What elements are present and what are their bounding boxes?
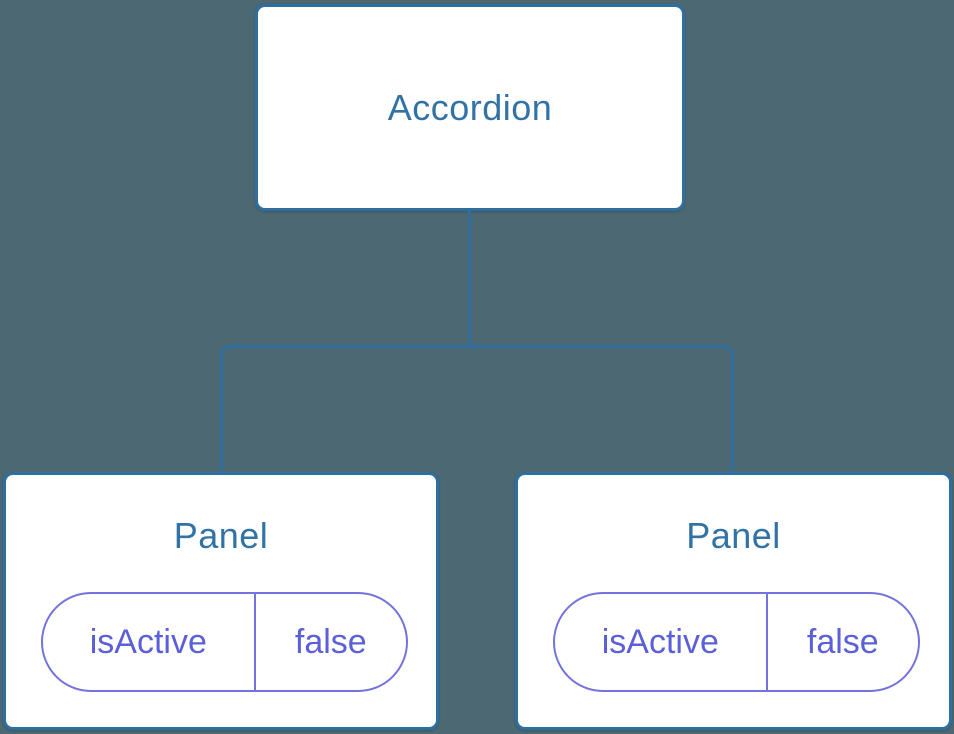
panel-label: Panel xyxy=(686,515,781,556)
state-key: isActive xyxy=(555,594,768,690)
state-value: false xyxy=(294,622,367,661)
state-pill: isActive false xyxy=(41,592,408,692)
panel-node-right: Panel isActive false xyxy=(515,472,952,730)
panel-label: Panel xyxy=(173,515,269,556)
state-pill: isActive false xyxy=(553,592,920,692)
state-value: false xyxy=(806,622,879,661)
state-key: isActive xyxy=(43,594,256,690)
connector-stem xyxy=(468,211,471,348)
accordion-label: Accordion xyxy=(387,86,553,128)
panel-node-left: Panel isActive false xyxy=(3,472,439,730)
connector-bracket xyxy=(220,345,734,472)
accordion-node: Accordion xyxy=(255,4,685,211)
